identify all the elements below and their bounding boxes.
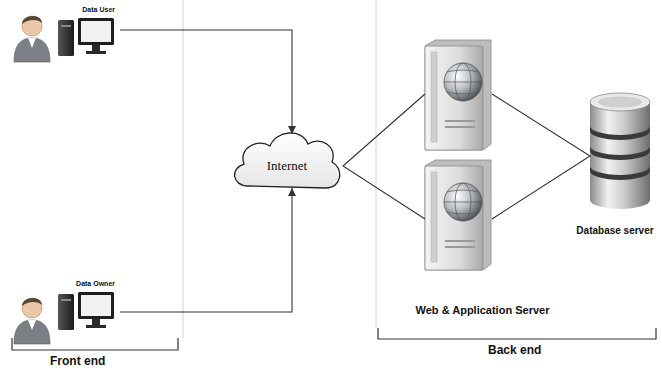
illustration-part [447, 190, 479, 214]
node-text: Data User [82, 6, 115, 13]
illustration-part [22, 16, 42, 36]
illustration-part [22, 16, 42, 24]
illustration-part [78, 292, 114, 319]
illustration-part [22, 298, 42, 306]
illustration-part [590, 93, 650, 111]
illustration-part [590, 126, 650, 140]
illustration-part [598, 97, 642, 108]
illustration-part [14, 320, 50, 344]
person-icon [14, 298, 50, 344]
computer-icon [58, 18, 114, 56]
server-group: Web & Application Server [400, 34, 565, 316]
illustration-part [425, 160, 491, 270]
illustration-part [61, 299, 71, 301]
computer-node: Data User [55, 6, 117, 60]
illustration-part [28, 320, 36, 330]
divider-line [376, 0, 377, 328]
illustration-part [444, 202, 482, 203]
node-text: Internet [267, 158, 307, 174]
database-cylinder [590, 93, 650, 209]
computer-icon [58, 292, 114, 330]
illustration-part [445, 126, 475, 128]
cloud-shape [235, 133, 340, 188]
computer-node: Data Owner [55, 280, 117, 336]
illustration-part [445, 246, 475, 248]
illustration-part [81, 295, 111, 316]
illustration-part [447, 70, 479, 94]
node-text: Database server [576, 225, 653, 236]
illustration-part [425, 40, 491, 150]
illustration-part [92, 45, 100, 51]
illustration-part [81, 21, 111, 42]
illustration-part [14, 38, 50, 62]
server-icon [425, 160, 491, 270]
person-icon [14, 16, 50, 62]
illustration-part [58, 294, 74, 330]
database-node: Database server [572, 84, 658, 236]
illustration-part [22, 298, 42, 318]
section-label: Front end [50, 354, 105, 368]
illustration-part [590, 146, 650, 160]
connector-line [343, 94, 425, 219]
illustration-part [445, 120, 475, 122]
illustration-part [431, 52, 437, 142]
node-text: Data Owner [76, 280, 115, 287]
illustration-part [444, 183, 482, 221]
connector-line [120, 188, 292, 312]
illustration-part [86, 51, 106, 54]
illustration-part [425, 166, 483, 270]
illustration-part [78, 18, 114, 45]
server-icon [425, 40, 491, 150]
connector-line [492, 94, 590, 219]
illustration-part [431, 172, 437, 262]
illustration-part [590, 191, 650, 209]
illustration-part [444, 82, 482, 83]
back-end-bracket [378, 328, 656, 339]
illustration-part [235, 133, 340, 188]
section-label: Back end [488, 343, 541, 357]
node-text: Web & Application Server [416, 304, 550, 316]
divider-line [183, 0, 184, 338]
illustration-part [590, 166, 650, 180]
illustration-part [590, 102, 650, 200]
cloud-node: Internet [228, 124, 346, 204]
illustration-part [444, 63, 482, 101]
illustration-part [28, 38, 36, 48]
illustration-part [86, 325, 106, 328]
illustration-part [92, 319, 100, 325]
illustration-part [58, 20, 74, 56]
illustration-part [445, 240, 475, 242]
connector-line [120, 30, 292, 134]
illustration-part [425, 46, 483, 150]
illustration-part [61, 25, 71, 27]
